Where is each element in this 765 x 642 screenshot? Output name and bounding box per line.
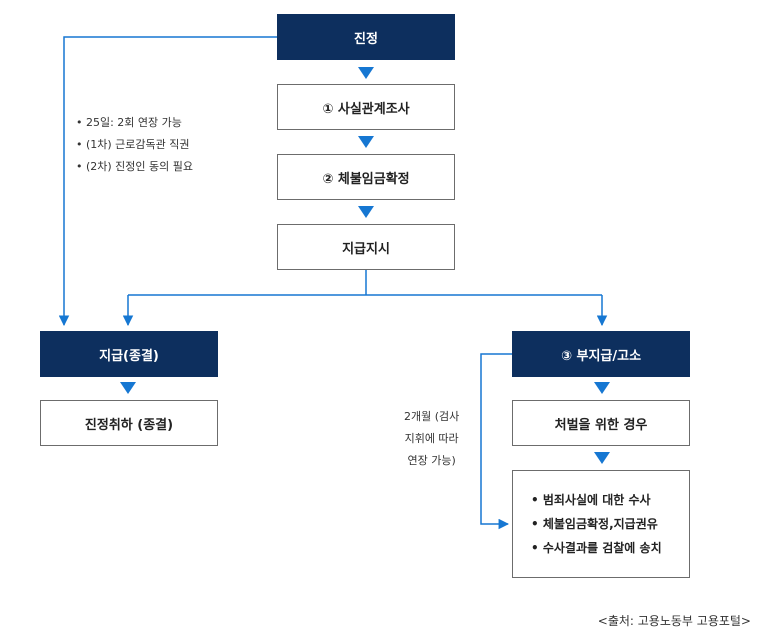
investigation-item: • 체불임금확정,지급권유 bbox=[531, 517, 658, 531]
arrow-down-icon bbox=[358, 67, 374, 79]
petition-box: 진정 bbox=[277, 14, 455, 60]
payment-order-label: 지급지시 bbox=[342, 241, 390, 257]
investigation-item: • 수사결과를 검찰에 송치 bbox=[531, 541, 662, 555]
unpaid-wage-confirm-box: ② 체불임금확정 bbox=[277, 154, 455, 200]
nonpayment-charge-label: ③ 부지급/고소 bbox=[560, 348, 642, 364]
withdrawal-label: 진정취하 (종결) bbox=[84, 417, 174, 433]
punishment-case-box: 처벌을 위한 경우 bbox=[512, 400, 690, 446]
note-line: 지휘에 따라 bbox=[404, 432, 459, 445]
payment-closed-label: 지급(종결) bbox=[99, 348, 159, 364]
note-item: • (2차) 진정인 동의 필요 bbox=[76, 160, 194, 173]
extension-notes: • 25일: 2회 연장 가능 • (1차) 근로감독관 직권 • (2차) 진… bbox=[76, 112, 193, 178]
arrow-down-icon bbox=[120, 382, 136, 394]
arrow-down-icon bbox=[594, 452, 610, 464]
arrow-down-icon bbox=[358, 206, 374, 218]
right-branch-connector bbox=[480, 353, 512, 530]
payment-closed-box: 지급(종결) bbox=[40, 331, 218, 377]
left-branch-connector bbox=[58, 36, 277, 327]
deadline-notes: 2개월 (검사 지휘에 따라 연장 가능) bbox=[404, 406, 459, 472]
note-item: • 25일: 2회 연장 가능 bbox=[76, 116, 182, 129]
fact-investigation-label: ① 사실관계조사 bbox=[322, 101, 410, 117]
investigation-item: • 범죄사실에 대한 수사 bbox=[531, 493, 651, 507]
fact-investigation-box: ① 사실관계조사 bbox=[277, 84, 455, 130]
arrow-down-icon bbox=[358, 136, 374, 148]
nonpayment-charge-box: ③ 부지급/고소 bbox=[512, 331, 690, 377]
payment-order-box: 지급지시 bbox=[277, 224, 455, 270]
source-caption: <출처: 고용노동부 고용포털> bbox=[597, 614, 751, 628]
investigation-list: • 범죄사실에 대한 수사 • 체불임금확정,지급권유 • 수사결과를 검찰에 … bbox=[531, 488, 662, 560]
note-item: • (1차) 근로감독관 직권 bbox=[76, 138, 190, 151]
arrow-down-icon bbox=[594, 382, 610, 394]
petition-label: 진정 bbox=[354, 31, 378, 47]
note-line: 연장 가능) bbox=[407, 454, 456, 467]
punishment-case-label: 처벌을 위한 경우 bbox=[554, 417, 648, 433]
withdrawal-box: 진정취하 (종결) bbox=[40, 400, 218, 446]
unpaid-wage-confirm-label: ② 체불임금확정 bbox=[322, 171, 410, 187]
investigation-box: • 범죄사실에 대한 수사 • 체불임금확정,지급권유 • 수사결과를 검찰에 … bbox=[512, 470, 690, 578]
note-line: 2개월 (검사 bbox=[404, 410, 460, 423]
